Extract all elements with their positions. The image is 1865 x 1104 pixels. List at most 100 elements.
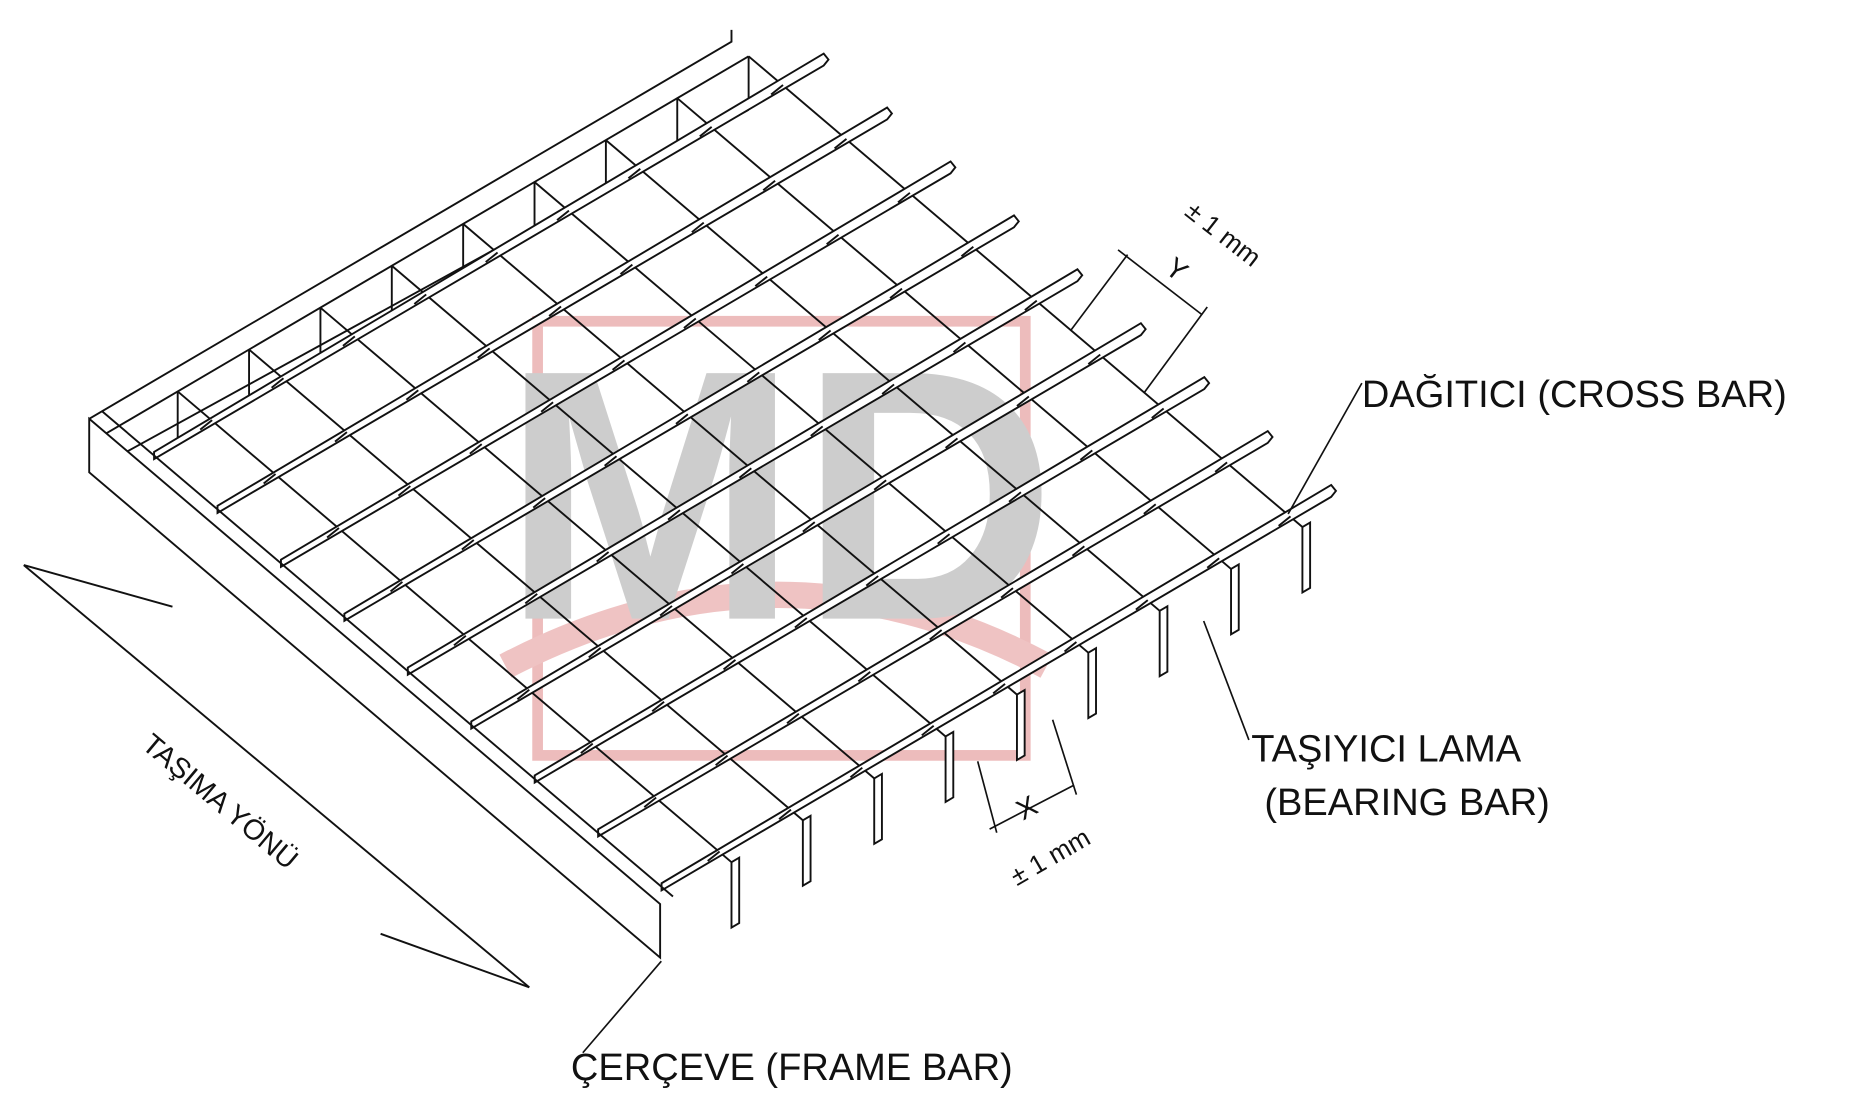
cross-bar-twist: [1016, 395, 1030, 407]
cross-bar-twist: [1000, 587, 1014, 599]
cross-bar-twist: [810, 425, 824, 437]
cross-bar-twist: [389, 581, 404, 593]
cross-bar-label: DAĞITICI (CROSS BAR): [1362, 372, 1787, 416]
cross-bar-twist: [818, 329, 832, 341]
cross-bar-twist: [944, 437, 959, 449]
cross-bar-twist: [699, 126, 713, 138]
cross-bar-twist: [881, 383, 895, 395]
cross-bar-twist: [1087, 353, 1101, 365]
cross-bar-twist: [754, 275, 768, 287]
cross-bar-twist: [707, 850, 721, 862]
frame-bar-label: ÇERÇEVE (FRAME BAR): [571, 1047, 1013, 1089]
x-dimension: [976, 719, 1078, 833]
cross-bar-twist: [199, 419, 213, 431]
bearing-bar: [248, 348, 804, 822]
cross-bar-twist: [540, 401, 554, 413]
cross-bar-twist: [469, 443, 483, 455]
frame-bar-left: [88, 416, 662, 960]
cross-bar-twist: [461, 539, 475, 551]
cross-bar-twist: [1079, 449, 1093, 461]
cross-bar-twist: [849, 766, 863, 778]
cross-bar: [216, 106, 894, 515]
cross-bar-twist: [619, 263, 633, 275]
cross-bar-twist: [865, 575, 879, 587]
cross-bar-twist: [643, 796, 657, 808]
grating-geometry: [88, 29, 1338, 960]
cross-bar-twist: [532, 497, 546, 509]
cross-bar-twist: [596, 551, 610, 563]
cross-bar: [279, 160, 957, 569]
direction-label: TAŞIMA YÖNÜ: [136, 728, 304, 876]
cross-bar: [153, 52, 830, 461]
bearing-bar: [462, 223, 1018, 696]
cross-bar-twist: [929, 629, 943, 641]
cross-bar-twist: [477, 347, 491, 359]
cross-bar-twist: [651, 701, 665, 713]
cross-bar-twist: [485, 251, 499, 263]
cross-bar-twist: [263, 473, 277, 485]
bearing-bar-label-line2: (BEARING BAR): [1264, 782, 1549, 824]
cross-bar-twist: [1008, 491, 1022, 503]
bearing-bar-end: [1087, 646, 1097, 720]
cross-bar-twist: [794, 617, 808, 629]
cross-bar-twist: [762, 180, 776, 192]
cross-bar: [470, 321, 1147, 731]
frame-bar-inner: [101, 410, 674, 898]
cross-bar-twist: [730, 563, 744, 575]
leader-lines: [582, 382, 1363, 1054]
frame-back-inner: [105, 55, 750, 435]
cross-bar-twist: [659, 605, 673, 617]
cross-bar: [406, 268, 1084, 677]
cross-bar-twist: [413, 293, 427, 305]
cross-bar-twist: [722, 659, 737, 671]
cross-bar-twist: [770, 84, 784, 96]
cross-bar-twist: [778, 808, 792, 820]
cross-bar-twist: [873, 479, 887, 491]
cross-bar-twist: [611, 359, 626, 371]
cross-bar-twist: [342, 335, 356, 347]
cross-bar-twist: [952, 341, 967, 353]
bearing-bar-end: [944, 730, 955, 804]
cross-bar-twist: [960, 245, 974, 257]
cross-bar-twist: [548, 305, 562, 317]
cross-bar-twist: [1151, 407, 1165, 419]
cross-bar-twist: [683, 317, 697, 329]
cross-bar-twist: [802, 521, 816, 533]
cross-bar: [597, 429, 1274, 839]
bearing-bar: [605, 139, 1161, 612]
bearing-bar-end: [801, 814, 812, 888]
bearing-bar: [391, 265, 947, 738]
cross-bar-twist: [897, 192, 911, 204]
cross-bar-twist: [334, 431, 348, 443]
y-tolerance-label: ± 1 mm: [1180, 195, 1267, 272]
cross-bar-twist: [1278, 515, 1292, 527]
cross-bar-twist: [580, 742, 594, 754]
cross-bar-twist: [921, 725, 935, 737]
bearing-bar-end: [1158, 604, 1169, 678]
cross-bar-twist: [270, 377, 285, 389]
cross-bar-twist: [715, 754, 729, 766]
bearing-bar-end: [1015, 688, 1026, 762]
frame-back-top: [88, 29, 733, 420]
cross-bar-twist: [604, 455, 618, 467]
cross-bar-twist: [1206, 557, 1220, 569]
cross-bar-twist: [937, 533, 951, 545]
cross-bar-twist: [691, 221, 705, 233]
x-dimension-label: X: [1011, 790, 1043, 827]
cross-bar-twist: [889, 287, 903, 299]
y-dimension: [1069, 249, 1208, 394]
cross-bar-twist: [746, 371, 760, 383]
cross-bar-twist: [453, 635, 467, 647]
cross-bar-twist: [826, 233, 840, 245]
bearing-bar-label-line1: TAŞIYICI LAMA: [1251, 728, 1522, 770]
cross-bar-twist: [675, 413, 689, 425]
bearing-bar: [177, 390, 733, 863]
bearing-bar-end: [1230, 562, 1240, 636]
cross-bar-twist: [1135, 599, 1149, 611]
bearing-bar-end: [1301, 520, 1312, 595]
bearing-bar: [319, 306, 875, 780]
cross-bar-twist: [326, 527, 340, 539]
cross-bar-twist: [738, 467, 752, 479]
cross-bar-twist: [627, 168, 641, 180]
cross-bar: [660, 483, 1338, 893]
